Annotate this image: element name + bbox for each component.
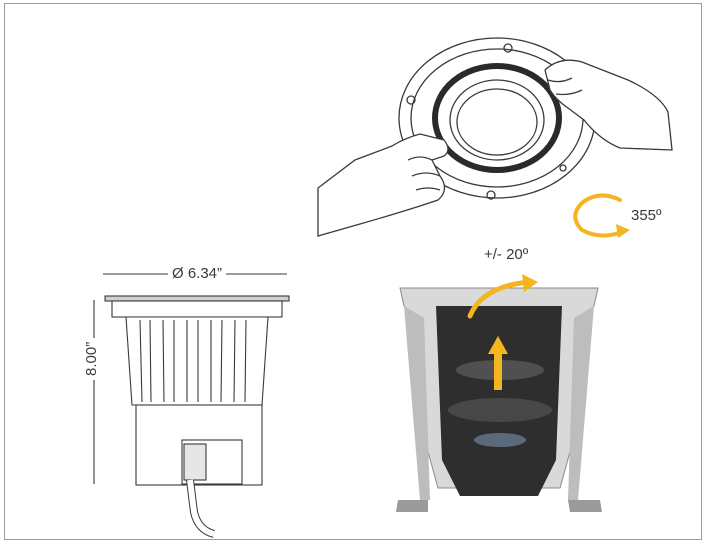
cutaway-illustration (396, 274, 602, 512)
height-label: 8.00” (83, 337, 100, 380)
tilt-label: +/- 20º (484, 246, 529, 263)
diameter-label: Ø 6.34” (168, 266, 227, 281)
rotation-arrow (573, 193, 630, 238)
top-ring-illustration (317, 37, 673, 237)
dimension-drawing (93, 273, 290, 538)
rotation-label: 355º (631, 207, 662, 224)
